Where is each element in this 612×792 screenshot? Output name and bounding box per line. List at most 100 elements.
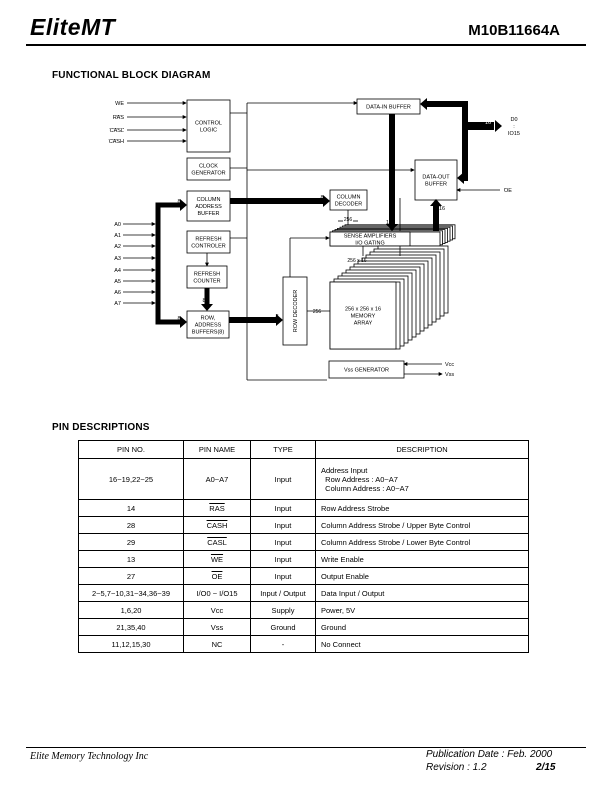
- pin-type-cell: Input: [250, 499, 316, 517]
- bus-width-label: 8: [275, 314, 278, 320]
- bus-width-label: 16: [485, 120, 491, 126]
- pin-name: I/O0 ~ I/O15: [196, 588, 238, 598]
- pin-description-cell: Write Enable: [315, 550, 529, 568]
- address-input-label: A3: [114, 256, 121, 262]
- address-bus-arrowhead: [180, 199, 187, 211]
- bus-width-label: 16: [439, 206, 445, 212]
- control-logic-block-label: CONTROL: [195, 121, 222, 127]
- bus-width-label: 256 x 16: [347, 258, 366, 264]
- data-out-bus-arrowhead: [430, 199, 442, 206]
- pin-name-cell: CASL: [183, 533, 251, 551]
- pin-name: CASL: [207, 537, 227, 547]
- pin-name: RAS: [209, 503, 225, 513]
- control-input-label: RAS: [113, 115, 125, 121]
- pin-name: CASH: [206, 520, 228, 530]
- refresh-bus-arrowhead: [201, 304, 213, 311]
- address-input-label: A7: [114, 301, 121, 307]
- column-address-buffer-block: [186, 190, 231, 222]
- bus-width-label: 256: [313, 309, 322, 315]
- pin-type-cell: Ground: [250, 618, 316, 636]
- column-address-buffer-block-label: ADDRESS: [195, 204, 222, 210]
- pin-name: NC: [211, 639, 223, 649]
- row-address-buffers-block-label: ADDRESS: [195, 323, 222, 329]
- dq-label: IO15: [508, 131, 520, 137]
- description-line: Output Enable: [321, 571, 369, 581]
- pin-name-cell: CASH: [183, 516, 251, 534]
- refresh-counter-block-label: REFRESH: [194, 272, 220, 278]
- address-input-label: A5: [114, 279, 121, 285]
- description-line: Power, 5V: [321, 605, 356, 615]
- pin-name-cell: Vcc: [183, 601, 251, 619]
- clock-generator-block-label: GENERATOR: [191, 171, 225, 177]
- pin-type-cell: Input: [250, 567, 316, 585]
- pin-description-cell: Address Input Row Address : A0~A7 Column…: [315, 458, 529, 500]
- dq-bus-arrowhead: [420, 98, 427, 110]
- clock-generator-block-label: CLOCK: [199, 164, 218, 170]
- description-line: No Connect: [321, 639, 361, 649]
- pin-type-cell: Supply: [250, 601, 316, 619]
- description-line: Column Address : A0~A7: [321, 483, 409, 493]
- memory-array-block-label: MEMORY: [351, 314, 376, 320]
- refresh-controller-block-label: REFRESH: [195, 237, 221, 243]
- table-row: 27 OE Input Output Enable: [78, 567, 529, 585]
- data-out-buffer-block-label: DATA-OUT: [422, 175, 450, 181]
- row-address-buffers-block-label: ROW,: [201, 316, 216, 322]
- sense-amplifiers-block-label: SENSE AMPLIFIERS: [344, 234, 397, 240]
- page-number: 2/15: [536, 762, 556, 773]
- control-logic-block: [186, 99, 231, 153]
- pin-type-cell: Input: [250, 516, 316, 534]
- refresh-controller-block: [186, 230, 231, 254]
- row-address-buffers-block-label: BUFFERS(8): [192, 330, 225, 336]
- control-input-label: CASL: [110, 128, 124, 134]
- description-line: Data Input / Output: [321, 588, 385, 598]
- dq-bus-arrowhead: [457, 172, 464, 184]
- oe-label: OE: [504, 188, 512, 194]
- pin-description-cell: Column Address Strobe / Lower Byte Contr…: [315, 533, 529, 551]
- sense-amplifiers-block-label: I/O GATING: [355, 241, 385, 247]
- vcc-label: Vcc: [445, 362, 454, 368]
- pin-description-cell: Column Address Strobe / Upper Byte Contr…: [315, 516, 529, 534]
- pin-number-cell: 29: [78, 533, 184, 551]
- pin-name: OE: [211, 571, 223, 581]
- column-header-description: DESCRIPTION: [315, 440, 529, 459]
- address-bus: [155, 202, 184, 325]
- refresh-controller-block-label: CONTROLER: [191, 244, 226, 250]
- data-in-buffer-block: [356, 98, 421, 115]
- pin-description-cell: No Connect: [315, 635, 529, 653]
- pin-number-cell: 14: [78, 499, 184, 517]
- bus-width-label: 8: [177, 316, 180, 322]
- pin-type-cell: Input: [250, 458, 316, 500]
- column-decoder-block-label: DECODER: [335, 202, 363, 208]
- pin-number-cell: 2~5,7~10,31~34,36~39: [78, 584, 184, 602]
- pin-name: WE: [210, 554, 224, 564]
- address-input-label: A6: [114, 290, 121, 296]
- pin-name-cell: WE: [183, 550, 251, 568]
- data-in-buffer-block-label: DATA-IN BUFFER: [366, 105, 411, 111]
- pin-type-cell: Input: [250, 533, 316, 551]
- column-address-buffer-block-label: BUFFER: [198, 211, 220, 217]
- pin-descriptions-title: PIN DESCRIPTIONS: [52, 422, 150, 433]
- part-number: M10B11664A: [468, 22, 560, 39]
- column-decoder-block-label: COLUMN: [337, 195, 361, 201]
- vss-generator-block: [328, 360, 405, 379]
- pin-number-cell: 27: [78, 567, 184, 585]
- vss-label: Vss: [445, 372, 454, 378]
- bus-width-label: 16: [386, 220, 392, 226]
- column-decoder-block: [329, 189, 368, 211]
- pin-name-cell: NC: [183, 635, 251, 653]
- pin-number-cell: 21,35,40: [78, 618, 184, 636]
- dq-bus-arrowhead: [495, 120, 502, 132]
- pin-type-cell: -: [250, 635, 316, 653]
- address-input-label: A2: [114, 244, 121, 250]
- publication-date: Publication Date : Feb. 2000: [426, 749, 553, 760]
- memory-array-block-label: 256 x 256 x 16: [345, 307, 381, 313]
- memory-array-block-label: ARRAY: [354, 321, 373, 327]
- memory-array-block: [329, 281, 397, 350]
- control-logic-block-label: LOGIC: [200, 128, 217, 134]
- dq-label: D0: [510, 117, 517, 123]
- column-header-type: TYPE: [250, 440, 316, 459]
